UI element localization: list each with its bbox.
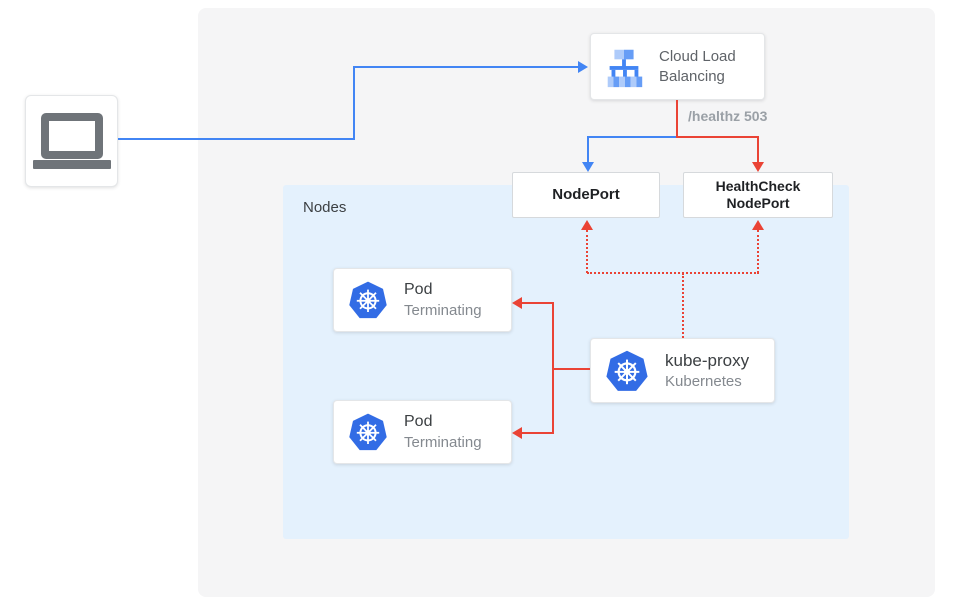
arrowhead-into-pod1: [512, 297, 522, 309]
client-to-clb-line: [353, 66, 355, 140]
kube-proxy-dotted-line: [587, 272, 759, 274]
arrowhead-into-nodeport-bottom: [581, 220, 593, 230]
pod-card-1: Pod Terminating: [333, 268, 512, 332]
kube-proxy-title: kube-proxy: [665, 350, 750, 370]
kube-proxy-dotted-line: [586, 230, 588, 273]
junction-to-nodeport-line: [587, 136, 589, 163]
pod-status: Terminating: [404, 301, 482, 319]
kubernetes-icon: [605, 349, 649, 393]
arrowhead-into-healthcheck-bottom: [752, 220, 764, 230]
kubernetes-icon: [348, 280, 388, 320]
client-to-clb-line: [118, 138, 355, 140]
client-card: [25, 95, 118, 187]
junction-to-healthcheck-line: [676, 136, 759, 138]
pod-title: Pod: [404, 412, 433, 430]
arrowhead-into-healthcheck: [752, 162, 764, 172]
pod-status: Terminating: [404, 433, 482, 451]
clb-healthz-line: [676, 100, 678, 138]
arrowhead-into-pod2: [512, 427, 522, 439]
nodes-panel-label: Nodes: [303, 199, 347, 216]
cloud-load-balancing-card: Cloud Load Balancing: [590, 33, 765, 100]
nodeport-label: NodePort: [552, 185, 620, 203]
kube-proxy-to-pods-line: [553, 368, 590, 370]
kube-proxy-dotted-line: [682, 273, 684, 338]
healthcheck-label-line1: HealthCheck: [715, 177, 801, 194]
cloud-load-balancing-icon: [601, 46, 647, 88]
kube-proxy-subtitle: Kubernetes: [665, 372, 742, 390]
healthcheck-label-line2: NodePort: [726, 195, 790, 211]
kube-proxy-to-pod2-line: [522, 432, 553, 434]
kube-proxy-dotted-line: [757, 230, 759, 273]
healthcheck-nodeport-box: HealthCheck NodePort: [683, 172, 833, 218]
pod-title: Pod: [404, 280, 433, 298]
kube-proxy-card: kube-proxy Kubernetes: [590, 338, 775, 403]
arrowhead-into-clb: [578, 61, 588, 73]
kube-proxy-to-pods-line: [552, 302, 554, 434]
kube-proxy-to-pod1-line: [522, 302, 553, 304]
arrowhead-into-nodeport: [582, 162, 594, 172]
healthz-status-label: /healthz 503: [688, 108, 768, 124]
nodeport-box: NodePort: [512, 172, 660, 218]
junction-to-healthcheck-line: [757, 136, 759, 163]
pod-card-2: Pod Terminating: [333, 400, 512, 464]
laptop-icon: [32, 113, 111, 169]
clb-label-line1: Cloud Load: [659, 48, 736, 65]
clb-label-line2: Balancing: [659, 67, 725, 85]
client-to-clb-line: [353, 66, 578, 68]
junction-to-nodeport-line: [587, 136, 677, 138]
kubernetes-icon: [348, 412, 388, 452]
